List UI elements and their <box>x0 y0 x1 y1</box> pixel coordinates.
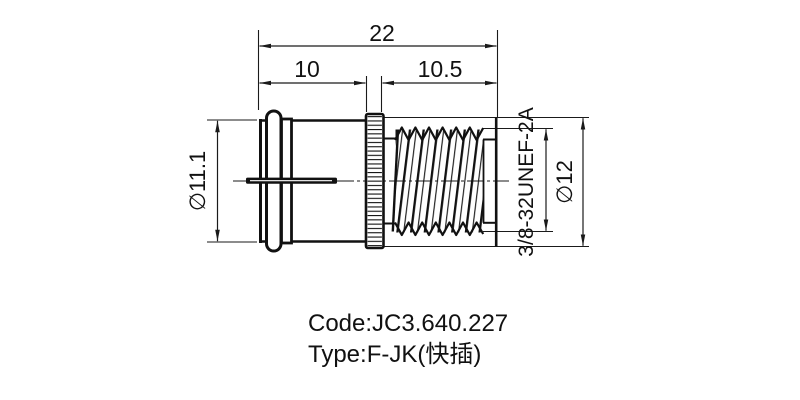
extension-lines <box>207 30 589 248</box>
thread-crest-bottom <box>394 221 485 237</box>
center-pin <box>246 177 337 184</box>
thread-section <box>383 117 498 247</box>
knurled-ring <box>364 112 385 250</box>
thread-crest-top <box>394 126 485 142</box>
type-label: Type:F-JK(快插) <box>308 341 481 368</box>
thread-start-edge <box>391 129 400 232</box>
thread-flank-hatch <box>395 129 483 233</box>
dimension-lines <box>215 43 586 246</box>
dim-label-total-length: 22 <box>369 20 395 46</box>
dim-label-front-diameter: ∅11.1 <box>185 151 210 211</box>
knurl-hatch <box>367 115 382 247</box>
dim-label-body-diameter: ∅12 <box>552 160 577 204</box>
code-label: Code:JC3.640.227 <box>308 310 508 337</box>
dim-label-front-length: 10 <box>294 56 320 82</box>
dim-label-thread-length: 10.5 <box>418 56 463 82</box>
dim-label-thread-spec: 3/8-32UNEF-2A <box>515 107 538 256</box>
